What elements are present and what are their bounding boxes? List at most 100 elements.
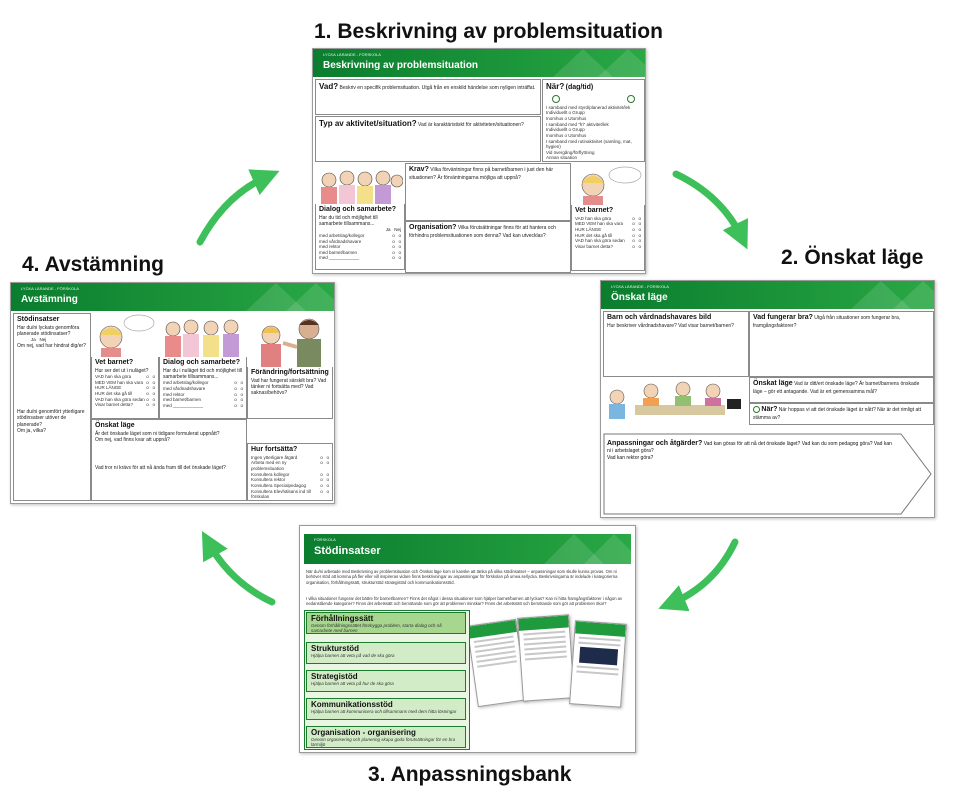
children-table-illustration	[605, 379, 749, 423]
ja-label: Ja	[31, 337, 36, 343]
radio-circles: o o	[146, 402, 155, 408]
radio-circles: o o	[320, 471, 329, 477]
nar-text: När hoppas vi att det önskade läget är n…	[753, 407, 922, 421]
banner-kicker: LYCKA LÄRANDE - FÖRSKOLA	[323, 52, 381, 57]
circular-arrow-icon	[196, 169, 280, 246]
option-label: HUR det ska gå till	[575, 232, 613, 238]
anpassningar-text-rektor: Vad kan rektor göra?	[607, 454, 654, 461]
form-banner: FÖRSKOLA Stödinsatser	[304, 534, 631, 564]
anpassningar-arrow-shape	[603, 433, 932, 515]
krav-text: Vilka förväntningar finns på barnet/barn…	[409, 167, 553, 181]
krav-box: Krav? Vilka förväntningar finns på barne…	[405, 163, 571, 221]
option-label: Anmälan om kränkande behandling	[251, 500, 320, 501]
radio-circles: o o	[320, 482, 329, 488]
option-label: I samband med "fri" aktivitet/lek	[546, 121, 609, 127]
banner-title: Avstämning	[21, 294, 78, 305]
form-banner: LYCKA LÄRANDE - FÖRSKOLA Avstämning	[11, 283, 334, 311]
typ-heading: Typ av aktivitet/situation?	[319, 119, 417, 128]
option-label: VAD han ska göra sedan	[95, 396, 145, 402]
option-item: Visar barnet detta?o o	[575, 244, 641, 250]
option-label: med barnet/barnen	[319, 249, 358, 255]
vad-fungerar-bra-heading: Vad fungerar bra?	[753, 314, 813, 321]
option-label: Visar barnet detta?	[95, 402, 133, 408]
category-title: Organisation - organisering	[311, 728, 416, 737]
radio-circles: o o	[632, 227, 641, 232]
forandring-heading: Förändring/fortsättning	[251, 369, 329, 376]
option-label: Annan situation	[546, 155, 578, 161]
vad-heading: Vad?	[319, 82, 339, 91]
radio-circles: o o	[632, 243, 641, 249]
children-group-illustration	[317, 166, 403, 204]
banner-kicker: LYCKA LÄRANDE - FÖRSKOLA	[611, 284, 669, 289]
stage-title-4: 4. Avstämning	[22, 253, 164, 276]
intro-text: När du/ni arbetade med Beskrivning av pr…	[306, 569, 618, 585]
category-subtitle: Hjälpa barnen att kommunicera och tillsa…	[311, 709, 457, 714]
stodinsatser-heading: Stödinsatser	[17, 316, 60, 323]
stodinsatser-text-2: Om nej, vad har hindrat dig/er?	[17, 342, 86, 349]
onskat-lage-text-2: Om nej, vad finns kvar att uppnå?	[95, 437, 170, 443]
form-banner: LYCKA LÄRANDE - FÖRSKOLA Önskat läge	[601, 281, 934, 309]
vet-barnet-heading: Vet barnet?	[95, 359, 134, 366]
stodinsatser-box: Stödinsatser Har du/ni lyckats genomföra…	[13, 313, 91, 501]
option-label: Konsultera Specialpedagog	[251, 482, 307, 488]
stage-title-1: 1. Beskrivning av problemsituation	[314, 20, 663, 43]
option-item: I samband med "fri" aktivitet/lek	[546, 122, 641, 128]
radio-circles: o o	[632, 232, 641, 238]
radio-circles: o o	[146, 374, 155, 379]
clock-icon	[627, 94, 635, 103]
vad-box: Vad? Beskriv en specifik problemsituatio…	[315, 79, 541, 115]
vet-barnet-text: Hur ser det ut i nuläget?	[95, 367, 149, 374]
intro-questions: I vilka situationer fungerar det bättre …	[306, 596, 623, 607]
stodinsatser-text: Har du/ni lyckats genomföra planerade st…	[17, 324, 80, 337]
krav-heading: Krav?	[409, 166, 429, 173]
form-beskrivning-problemsituation: LYCKA LÄRANDE - FÖRSKOLA Beskrivning av …	[312, 48, 646, 274]
dialog-heading: Dialog och samarbete?	[319, 206, 397, 213]
onskat-lage-heading: Önskat läge	[95, 422, 135, 429]
option-item: Annan situation	[546, 155, 641, 161]
nar-options: I samband med styrd/planerad aktivitet/l…	[546, 105, 641, 161]
option-label: Konsultera Elevhälsans ind till förskola…	[251, 488, 311, 500]
option-label: Inomhus o Utomhus	[546, 116, 587, 121]
onskat-lage-text-3: Vad tror ni krävs för att nå ända fram t…	[95, 465, 226, 472]
option-label: MED VEM han ska vara	[575, 221, 624, 227]
radio-circles: o o	[392, 232, 401, 238]
radio-circles: o o	[146, 379, 155, 385]
option-item: HUR det ska gå till o o	[575, 233, 641, 239]
vad-text: Beskriv en specifik problemsituation. Ut…	[339, 85, 536, 91]
stage-title-2: 2. Önskat läge	[781, 246, 924, 269]
form-onskat-lage: LYCKA LÄRANDE - FÖRSKOLA Önskat läge Bar…	[600, 280, 935, 518]
dialog-box: Dialog och samarbete? Har du i nuläget t…	[159, 357, 247, 419]
radio-circles: o o	[234, 385, 243, 391]
child-thinking-illustration	[573, 165, 645, 205]
radio-circles: o o	[146, 396, 155, 402]
banner-title: Önskat läge	[611, 292, 668, 303]
radio-circles: o o	[234, 402, 243, 408]
option-item: Vid övergång/förflyttning	[546, 150, 641, 156]
category-subtitle: Hjälpa barnen att veta på hur de ska gör…	[311, 681, 394, 686]
clock-icon	[753, 406, 760, 414]
vet-barnet-box: Vet barnet? Hur ser det ut i nuläget? VA…	[91, 357, 159, 419]
radio-circles: o o	[234, 391, 243, 397]
dialog-heading: Dialog och samarbete?	[163, 359, 241, 366]
option-item: Inomhus o Utomhus	[546, 116, 641, 122]
banner-kicker: LYCKA LÄRANDE - FÖRSKOLA	[21, 286, 79, 291]
anpassningar-heading: Anpassningar och åtgärder?	[607, 440, 703, 447]
radio-circles: o o	[320, 454, 329, 460]
option-label: VAD han ska göra	[575, 215, 612, 221]
option-item: med ____________o o	[163, 403, 243, 409]
organisation-box: Organisation? Vilka förutsättningar finn…	[405, 221, 571, 273]
bild-text: Hur beskriver vårdnadshavare? Vad visar …	[607, 322, 734, 329]
onskat-lage-box: Önskat läge Vad är ditt/ert önskade läge…	[749, 377, 934, 403]
category-title: Kommunikationsstöd	[311, 700, 393, 709]
